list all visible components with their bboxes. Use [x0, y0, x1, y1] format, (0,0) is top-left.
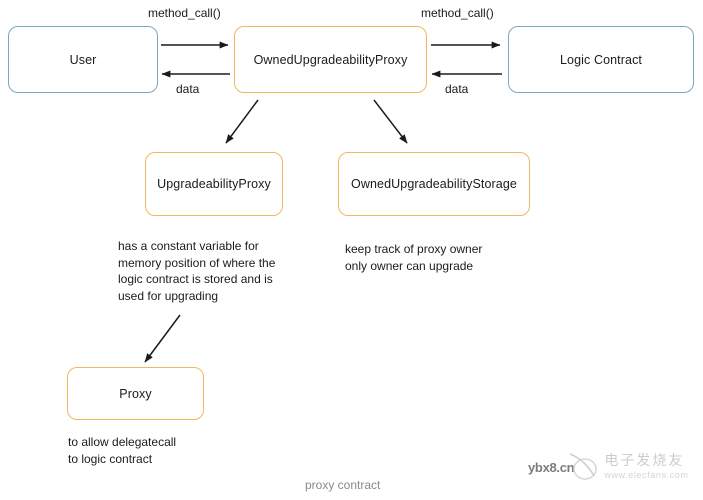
- node-logic-contract[interactable]: Logic Contract: [508, 26, 694, 93]
- edge-label-left-method-call-text: method_call(): [148, 6, 221, 20]
- arrow-upgradeabilityproxy-to-proxy: [144, 314, 181, 363]
- watermark-brand: 电子发烧友 www.elecfans.com: [604, 454, 688, 480]
- arrow-proxy-to-upgradeabilityproxy: [225, 99, 259, 144]
- node-owned-upgradeability-storage[interactable]: OwnedUpgradeabilityStorage: [338, 152, 530, 216]
- diagram-caption: proxy contract: [305, 478, 381, 492]
- node-user-label: User: [69, 52, 97, 67]
- node-user[interactable]: User: [8, 26, 158, 93]
- node-proxy[interactable]: Proxy: [67, 367, 204, 420]
- watermark-site: ybx8.cn: [528, 459, 575, 475]
- node-owned-upgradeability-storage-label: OwnedUpgradeabilityStorage: [351, 177, 517, 191]
- watermark-brand-cn: 电子发烧友: [604, 453, 685, 469]
- edge-label-left-method-call: method_call(): [148, 6, 221, 20]
- node-upgradeability-proxy[interactable]: UpgradeabilityProxy: [145, 152, 283, 216]
- edge-label-right-method-call: method_call(): [421, 6, 494, 20]
- node-proxy-label: Proxy: [119, 386, 152, 401]
- node-logic-contract-label: Logic Contract: [560, 52, 642, 67]
- watermark-logo-icon: [568, 452, 602, 482]
- node-upgradeability-proxy-label: UpgradeabilityProxy: [157, 177, 271, 191]
- edge-label-left-data: data: [176, 82, 199, 96]
- arrow-proxy-to-storage: [373, 99, 408, 144]
- note-proxy: to allow delegatecall to logic contract: [68, 435, 177, 466]
- edge-label-right-data-text: data: [445, 82, 469, 96]
- edge-label-right-data: data: [445, 82, 468, 96]
- node-owned-upgradeability-proxy[interactable]: OwnedUpgradeabilityProxy: [234, 26, 427, 93]
- node-owned-upgradeability-proxy-label: OwnedUpgradeabilityProxy: [253, 52, 408, 67]
- note-upgradeability-proxy: has a constant variable for memory posit…: [118, 239, 276, 303]
- watermark-brand-url: www.elecfans.com: [604, 470, 689, 480]
- watermark: ybx8.cn 电子发烧友 www.elecfans.com: [528, 452, 688, 482]
- edge-label-right-method-call-text: method_call(): [421, 6, 494, 20]
- note-owned-upgradeability-storage: keep track of proxy owner only owner can…: [345, 242, 483, 273]
- edge-label-left-data-text: data: [176, 82, 200, 96]
